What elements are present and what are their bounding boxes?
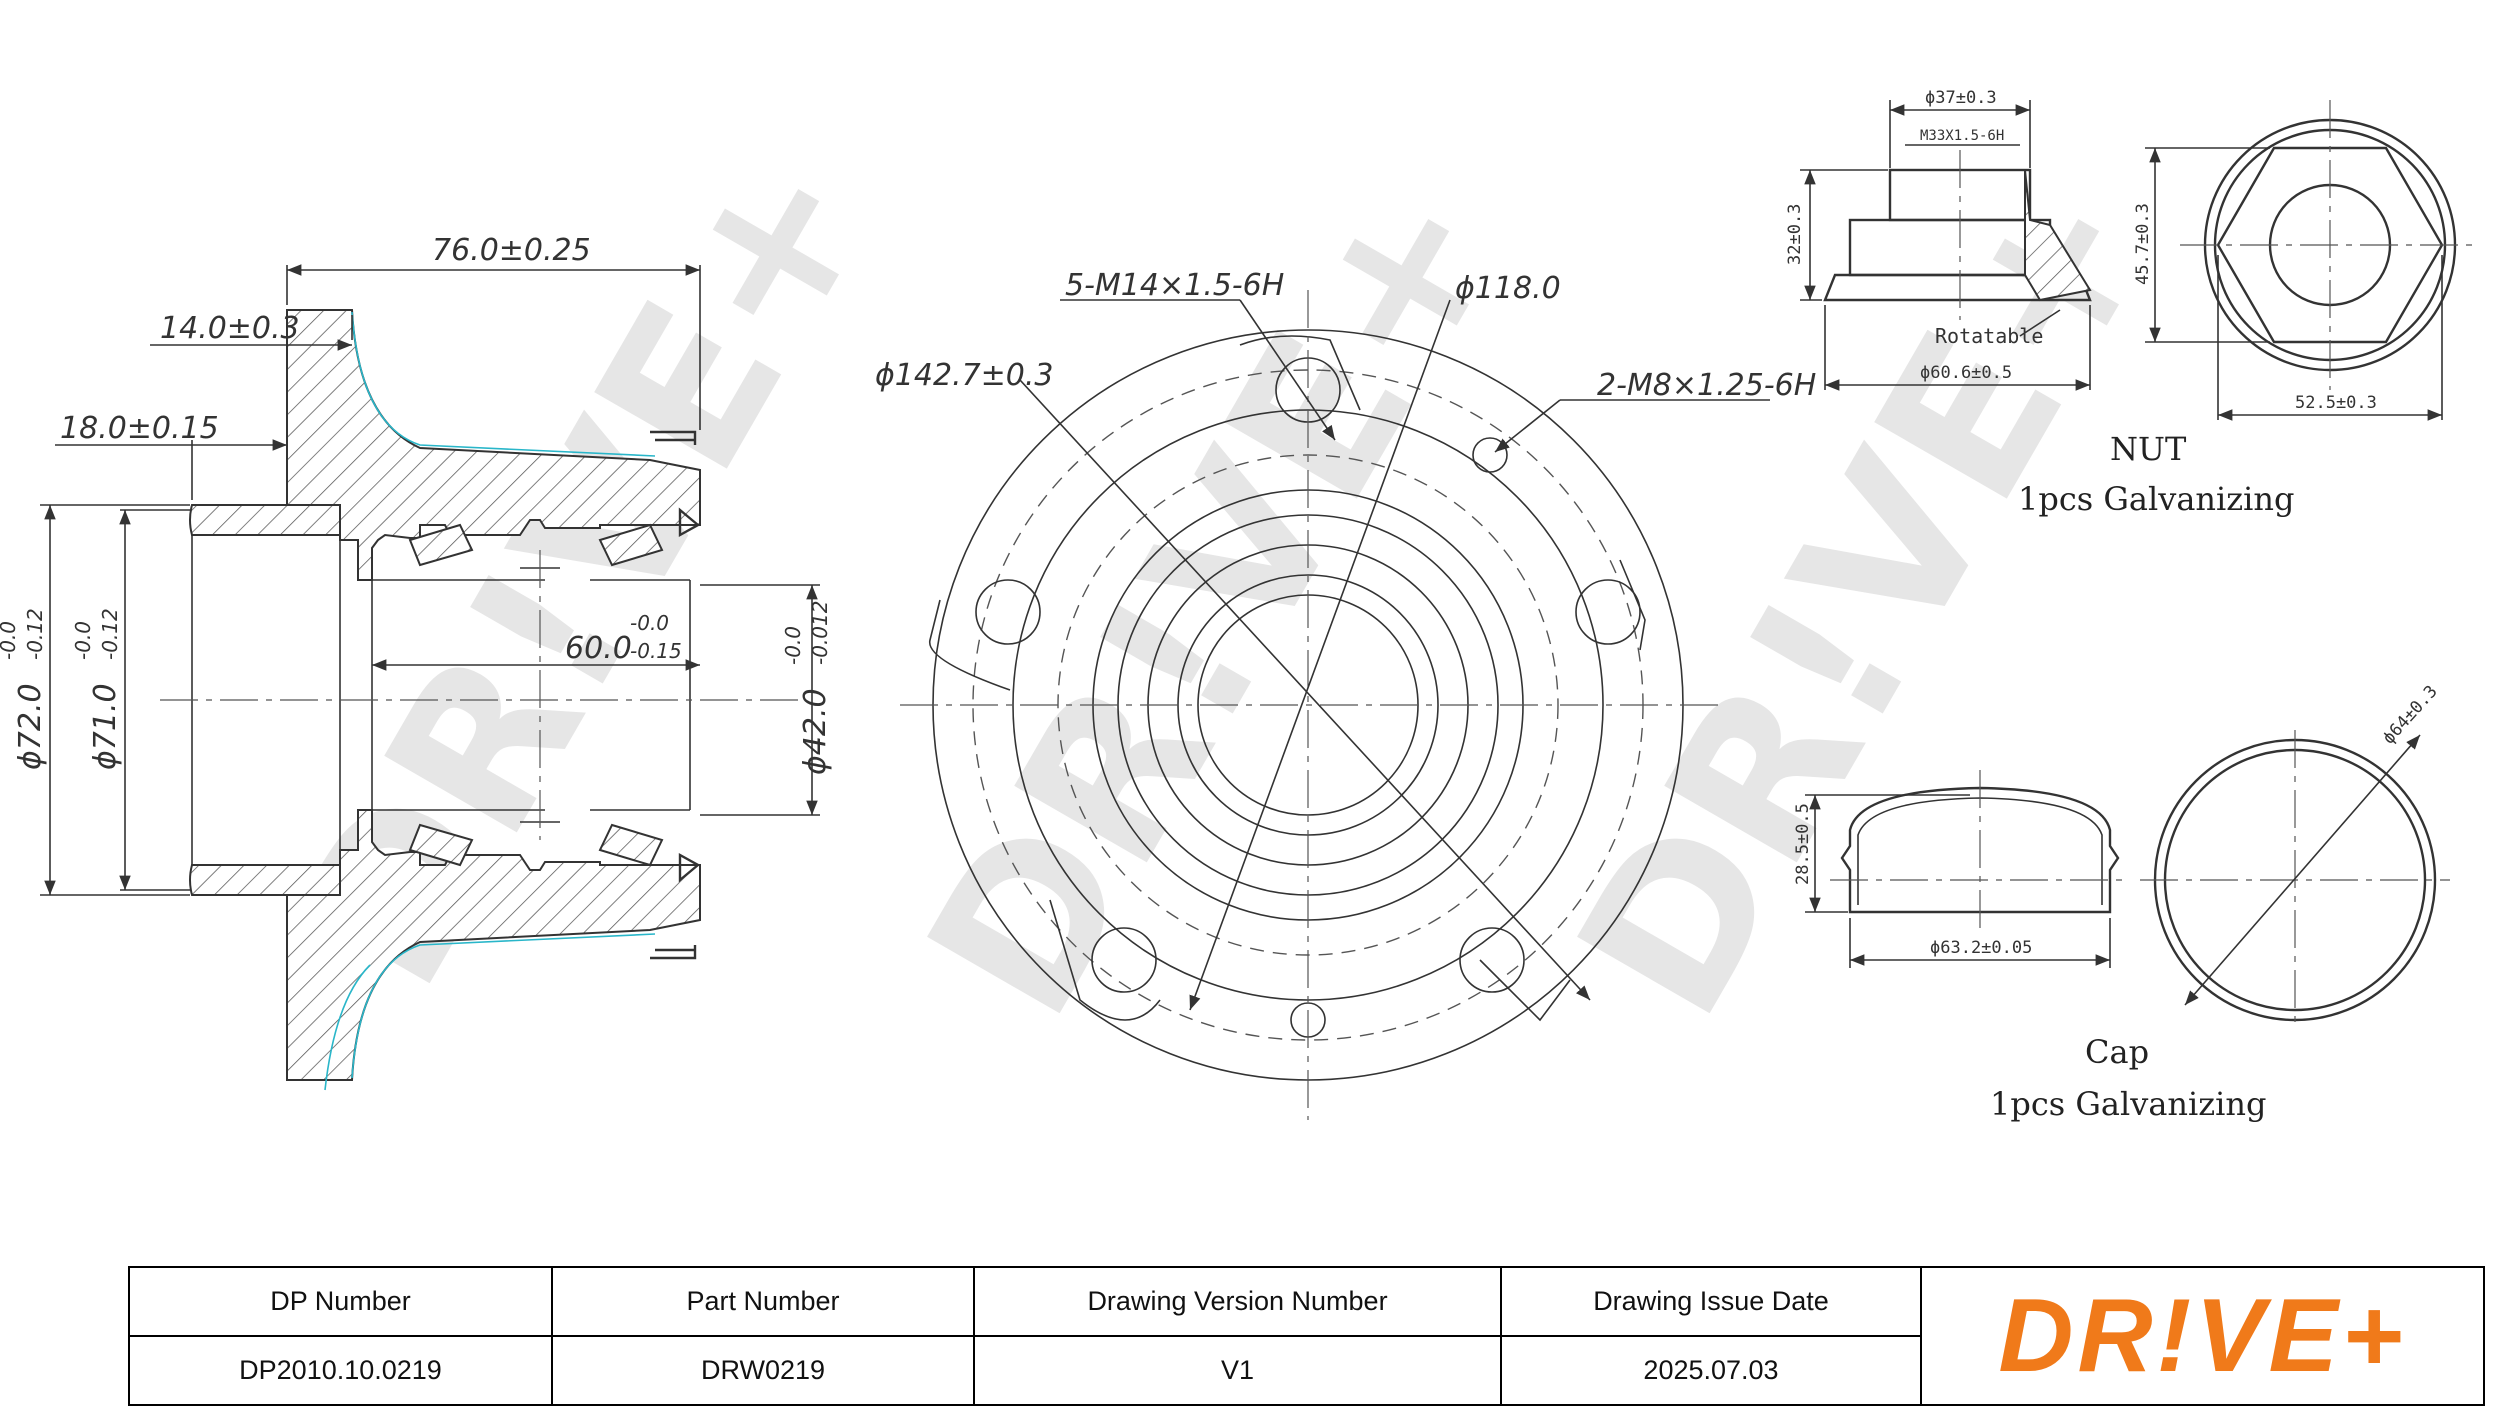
cap-dim-height: 28.5±0.5: [1793, 803, 1813, 885]
hub-section-view: 76.0±0.25 14.0±0.3 18.0±0.15 ϕ72.0 -0.0 …: [0, 233, 833, 1091]
dim-od-inner-tol-lower: -0.12: [98, 608, 122, 660]
dim-flange-thickness: 14.0±0.3: [160, 311, 300, 346]
nut-spec: 1pcs Galvanizing: [2018, 480, 2294, 518]
dim-bolt-holes: 5-M14×1.5-6H: [1065, 268, 1284, 303]
small-hole-1: [1472, 437, 1508, 473]
dim-small-holes: 2-M8×1.25-6H: [1597, 368, 1816, 403]
title-col-issue-date: Drawing Issue Date 2025.07.03: [1502, 1268, 1922, 1404]
dim-od-outer-tol-upper: -0.0: [0, 621, 20, 660]
nut-dim-thread: M33X1.5-6H: [1920, 128, 2004, 144]
hub-front-view: ϕ142.7±0.3 5-M14×1.5-6H ϕ118.0 2-M8×1.25…: [875, 268, 1816, 1120]
version-value: V1: [1220, 1355, 1255, 1385]
dim-od-inner: ϕ71.0: [88, 683, 123, 770]
bearing-rollers: [408, 523, 664, 867]
dim-od-outer: ϕ72.0: [13, 683, 48, 770]
dim-bore-dia-tol-upper: -0.0: [781, 626, 805, 665]
seals: [650, 430, 701, 960]
dim-bore-dia-tol-lower: -0.012: [808, 601, 832, 665]
nut-dim-top-dia: ϕ37±0.3: [1925, 88, 1997, 108]
bolt-hole-5: [1459, 927, 1525, 993]
version-header: Drawing Version Number: [975, 1268, 1500, 1337]
cap-label: Cap: [2085, 1033, 2149, 1071]
cap-dim-dia: ϕ63.2±0.05: [1930, 938, 2032, 958]
dim-bore-length-tol-lower: -0.15: [630, 639, 682, 663]
nut-dim-height: 32±0.3: [1785, 204, 1805, 265]
title-col-version: Drawing Version Number V1: [975, 1268, 1502, 1404]
bolt-hole-4: [1091, 927, 1157, 993]
dp-number-value: DP2010.10.0219: [239, 1355, 442, 1385]
bolt-hole-3: [1575, 579, 1641, 645]
dim-inner-dia: ϕ118.0: [1455, 271, 1561, 306]
nut-label: NUT: [2110, 430, 2187, 468]
title-block: DP Number DP2010.10.0219 Part Number DRW…: [128, 1266, 2485, 1406]
title-col-part-number: Part Number DRW0219: [553, 1268, 975, 1404]
brand-logo-text: DR!VE+: [1998, 1277, 2407, 1394]
issue-date-value: 2025.07.03: [1643, 1355, 1779, 1385]
brand-logo: DR!VE+: [1922, 1268, 2483, 1404]
dim-bore-length: 60.0: [565, 631, 632, 666]
dim-bore-dia: ϕ42.0: [798, 688, 833, 775]
cap-drawing: 28.5±0.5 ϕ63.2±0.05 ϕ64±0.3 Cap 1pcs Gal…: [1793, 682, 2450, 1123]
watermark-3: DR!VE+: [1531, 141, 2200, 1055]
cap-dim-outer-dia: ϕ64±0.3: [2379, 682, 2442, 749]
title-col-dp-number: DP Number DP2010.10.0219: [130, 1268, 553, 1404]
dim-od-inner-tol-upper: -0.0: [71, 621, 95, 660]
hub-pilot-lower: [189, 864, 341, 896]
dim-od-outer-tol-lower: -0.12: [23, 608, 47, 660]
dp-number-header: DP Number: [130, 1268, 551, 1337]
nut-dim-base-dia: ϕ60.6±0.5: [1920, 363, 2012, 383]
bolt-hole-2: [975, 579, 1041, 645]
dim-pilot-length: 18.0±0.15: [60, 411, 219, 446]
dim-overall-length: 76.0±0.25: [432, 233, 591, 268]
cap-spec: 1pcs Galvanizing: [1990, 1085, 2266, 1123]
nut-dim-across-corners: 45.7±0.3: [2133, 203, 2153, 285]
dim-bore-length-tol-upper: -0.0: [630, 611, 669, 635]
nut-drawing: ϕ37±0.3 M33X1.5-6H 32±0.3 ϕ60.6±0.5 Rota…: [1785, 88, 2480, 518]
nut-dim-across-flats: 52.5±0.3: [2295, 393, 2377, 413]
issue-date-header: Drawing Issue Date: [1502, 1268, 1920, 1337]
hub-pilot-upper: [189, 504, 341, 536]
part-number-value: DRW0219: [700, 1355, 826, 1385]
part-number-header: Part Number: [553, 1268, 973, 1337]
nut-rotatable-label: Rotatable: [1935, 324, 2043, 348]
dim-pcd: ϕ142.7±0.3: [875, 358, 1054, 393]
